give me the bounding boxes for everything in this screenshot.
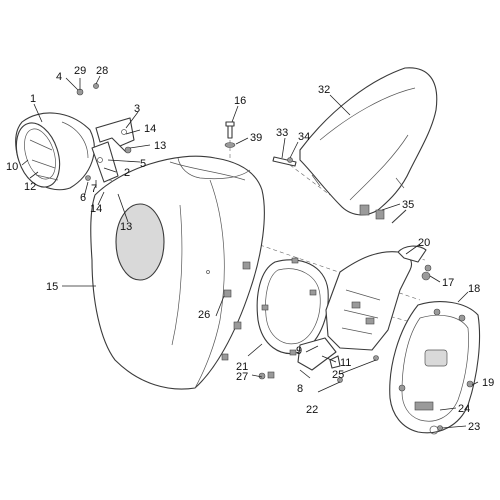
callout-26: 26 <box>198 309 210 321</box>
callout-24: 24 <box>458 403 470 415</box>
callout-34: 34 <box>298 131 310 143</box>
headlight-ring-gasket <box>256 257 329 356</box>
callout-9: 9 <box>296 345 302 357</box>
callout-7: 7 <box>91 183 97 195</box>
callout-20: 20 <box>418 237 430 249</box>
callout-19: 19 <box>482 377 494 389</box>
callout-35: 35 <box>402 199 414 211</box>
headlight-shell <box>15 112 95 191</box>
callout-21: 21 <box>236 361 248 373</box>
callout-17: 17 <box>442 277 454 289</box>
fastener-hardware <box>224 121 474 431</box>
callout-13-upper: 13 <box>154 140 166 152</box>
callout-25: 25 <box>332 369 344 381</box>
callout-23: 23 <box>468 421 480 433</box>
leader-lines <box>21 75 479 429</box>
callout-27: 27 <box>236 371 248 383</box>
rear-fender-piece <box>299 67 438 220</box>
mounting-bracket-assembly <box>297 245 427 371</box>
callout-6: 6 <box>80 192 86 204</box>
callout-10: 10 <box>6 161 18 173</box>
callout-32: 32 <box>318 84 330 96</box>
callout-29: 29 <box>74 65 86 77</box>
callout-4: 4 <box>56 71 62 83</box>
callout-18: 18 <box>468 283 480 295</box>
callout-14-upper: 14 <box>144 123 156 135</box>
callout-39: 39 <box>250 132 262 144</box>
callout-28: 28 <box>96 65 108 77</box>
callout-labels: 1 2 3 4 5 6 7 8 9 10 11 12 13 13 14 14 1… <box>6 65 494 433</box>
callout-1: 1 <box>30 93 36 105</box>
callout-33: 33 <box>276 127 288 139</box>
callout-12: 12 <box>24 181 36 193</box>
callout-13-lower: 13 <box>120 221 132 233</box>
callout-3: 3 <box>134 103 140 115</box>
callout-5: 5 <box>140 158 146 170</box>
callout-22: 22 <box>306 404 318 416</box>
callout-2: 2 <box>124 167 130 179</box>
callout-16: 16 <box>234 95 246 107</box>
headlight-bracket <box>76 83 135 193</box>
front-mudguard-panel <box>90 155 265 390</box>
small-clips <box>221 261 275 379</box>
callout-15: 15 <box>46 281 58 293</box>
callout-11: 11 <box>340 357 351 369</box>
under-cover-tray <box>389 301 481 435</box>
callout-14-lower: 14 <box>90 203 102 215</box>
callout-8: 8 <box>297 383 303 395</box>
